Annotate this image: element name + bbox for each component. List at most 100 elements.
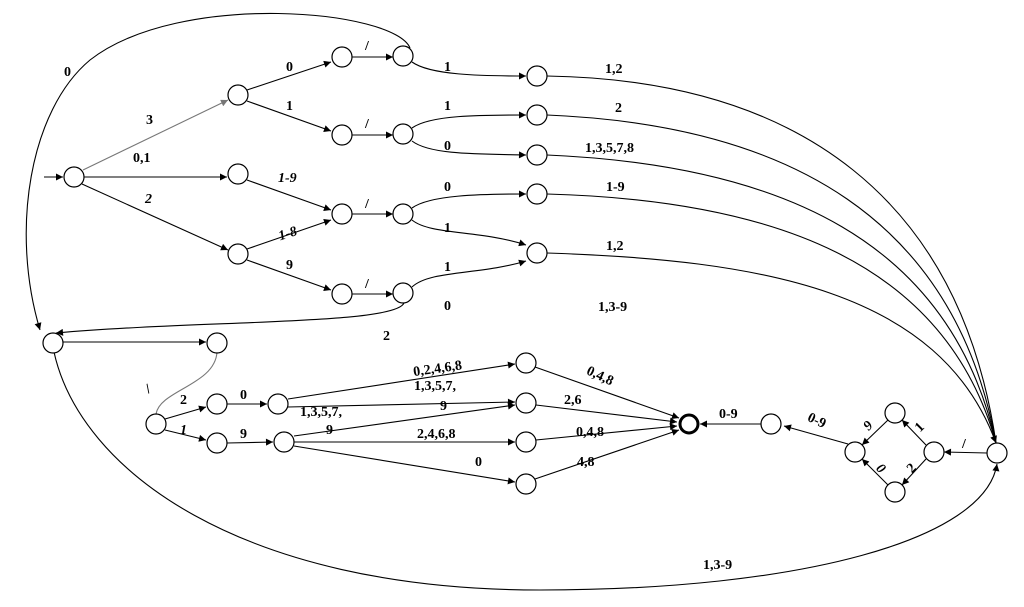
edge-label: 1,3,5,7,8	[585, 141, 634, 156]
start-state	[63, 166, 85, 188]
edge	[546, 252, 997, 444]
edge	[411, 219, 527, 247]
edge	[246, 60, 332, 91]
edge	[546, 114, 997, 444]
edges	[25, 12, 1000, 591]
state	[986, 442, 1008, 464]
state	[515, 431, 537, 453]
edge-label: 0,4,8	[584, 364, 616, 389]
edge	[943, 448, 988, 456]
edge-label: 1-9	[606, 180, 625, 195]
edge	[55, 302, 405, 336]
edge-label: 1,3-9	[598, 300, 627, 315]
edge-label: 1	[444, 260, 451, 275]
edge-label: 0,4,8	[576, 425, 604, 440]
edge	[246, 179, 332, 211]
states	[42, 45, 1008, 503]
edge-label: /	[961, 437, 967, 452]
edge-label: 0-9	[719, 407, 738, 422]
edge	[901, 458, 927, 486]
state	[526, 183, 548, 205]
edge-label: /	[364, 117, 370, 132]
edge-label: 0	[873, 461, 889, 477]
edge	[287, 398, 516, 408]
edge	[81, 183, 229, 251]
state	[526, 242, 548, 264]
edge-label: /	[364, 277, 370, 292]
edge	[861, 458, 889, 486]
state	[392, 45, 414, 67]
edge	[546, 193, 997, 444]
edge-label: 0	[444, 180, 451, 195]
edge	[164, 429, 207, 442]
edge-label: 9	[440, 399, 447, 414]
edge-label: 9	[861, 418, 877, 434]
edge	[246, 100, 332, 132]
state	[331, 203, 353, 225]
edge-label: 0	[286, 60, 293, 75]
edge	[901, 419, 927, 446]
edge	[226, 438, 274, 446]
state	[267, 393, 289, 415]
edge-label: 0,1	[133, 151, 151, 166]
edge	[534, 366, 680, 419]
edge-label: 0	[444, 299, 451, 314]
edge-label: /	[364, 39, 370, 54]
edge-label: 1	[444, 221, 451, 236]
edge-label: 4,8	[577, 455, 595, 470]
edge-label: 1	[180, 423, 187, 438]
edge-label: /	[364, 197, 370, 212]
state	[526, 104, 548, 126]
edge	[546, 154, 997, 444]
edge	[411, 259, 527, 288]
state	[227, 243, 249, 265]
edge	[53, 351, 1000, 591]
edge-label: 0-9	[805, 410, 828, 431]
state	[392, 203, 414, 225]
edge	[535, 404, 678, 425]
edge-label: 2	[180, 393, 187, 408]
edge	[155, 351, 218, 415]
state	[923, 441, 945, 463]
edge-label: 1	[444, 99, 451, 114]
edge	[411, 140, 527, 159]
edge	[293, 445, 516, 485]
edge-label: 9	[286, 258, 293, 273]
edge-label: 1,2	[605, 62, 623, 77]
edge-label: 1,2	[606, 239, 624, 254]
state	[392, 282, 414, 304]
edge-labels: 0 3 0,1 2 0 1 / / / / 1 1 0 1,2 2 1,3,5,…	[64, 39, 967, 573]
state	[331, 46, 353, 68]
accept-state	[678, 413, 700, 435]
state	[145, 413, 167, 435]
edge-label: 0	[475, 455, 482, 470]
edge-label: 1,3,5,7,	[414, 379, 456, 394]
edge	[246, 259, 332, 291]
state	[526, 65, 548, 87]
edge-label: 9	[326, 423, 333, 438]
state	[515, 352, 537, 374]
state	[273, 431, 295, 453]
edge-label: 3	[146, 113, 153, 128]
edge	[82, 99, 229, 171]
state	[884, 402, 906, 424]
edge-label: 2,6	[564, 393, 582, 408]
state	[331, 283, 353, 305]
edge	[164, 405, 207, 420]
state	[392, 123, 414, 145]
state	[760, 413, 782, 435]
edge	[287, 361, 516, 400]
edge	[546, 75, 997, 444]
state	[227, 163, 249, 185]
edge	[861, 419, 889, 446]
edge	[293, 402, 516, 437]
state	[331, 124, 353, 146]
edge	[535, 423, 678, 441]
edge-label: 0	[240, 388, 247, 403]
edge-label: 2	[144, 192, 152, 207]
edge-label: 2	[615, 101, 622, 116]
edge-label: 1-8	[277, 224, 299, 244]
state	[206, 393, 228, 415]
edge	[534, 428, 680, 480]
